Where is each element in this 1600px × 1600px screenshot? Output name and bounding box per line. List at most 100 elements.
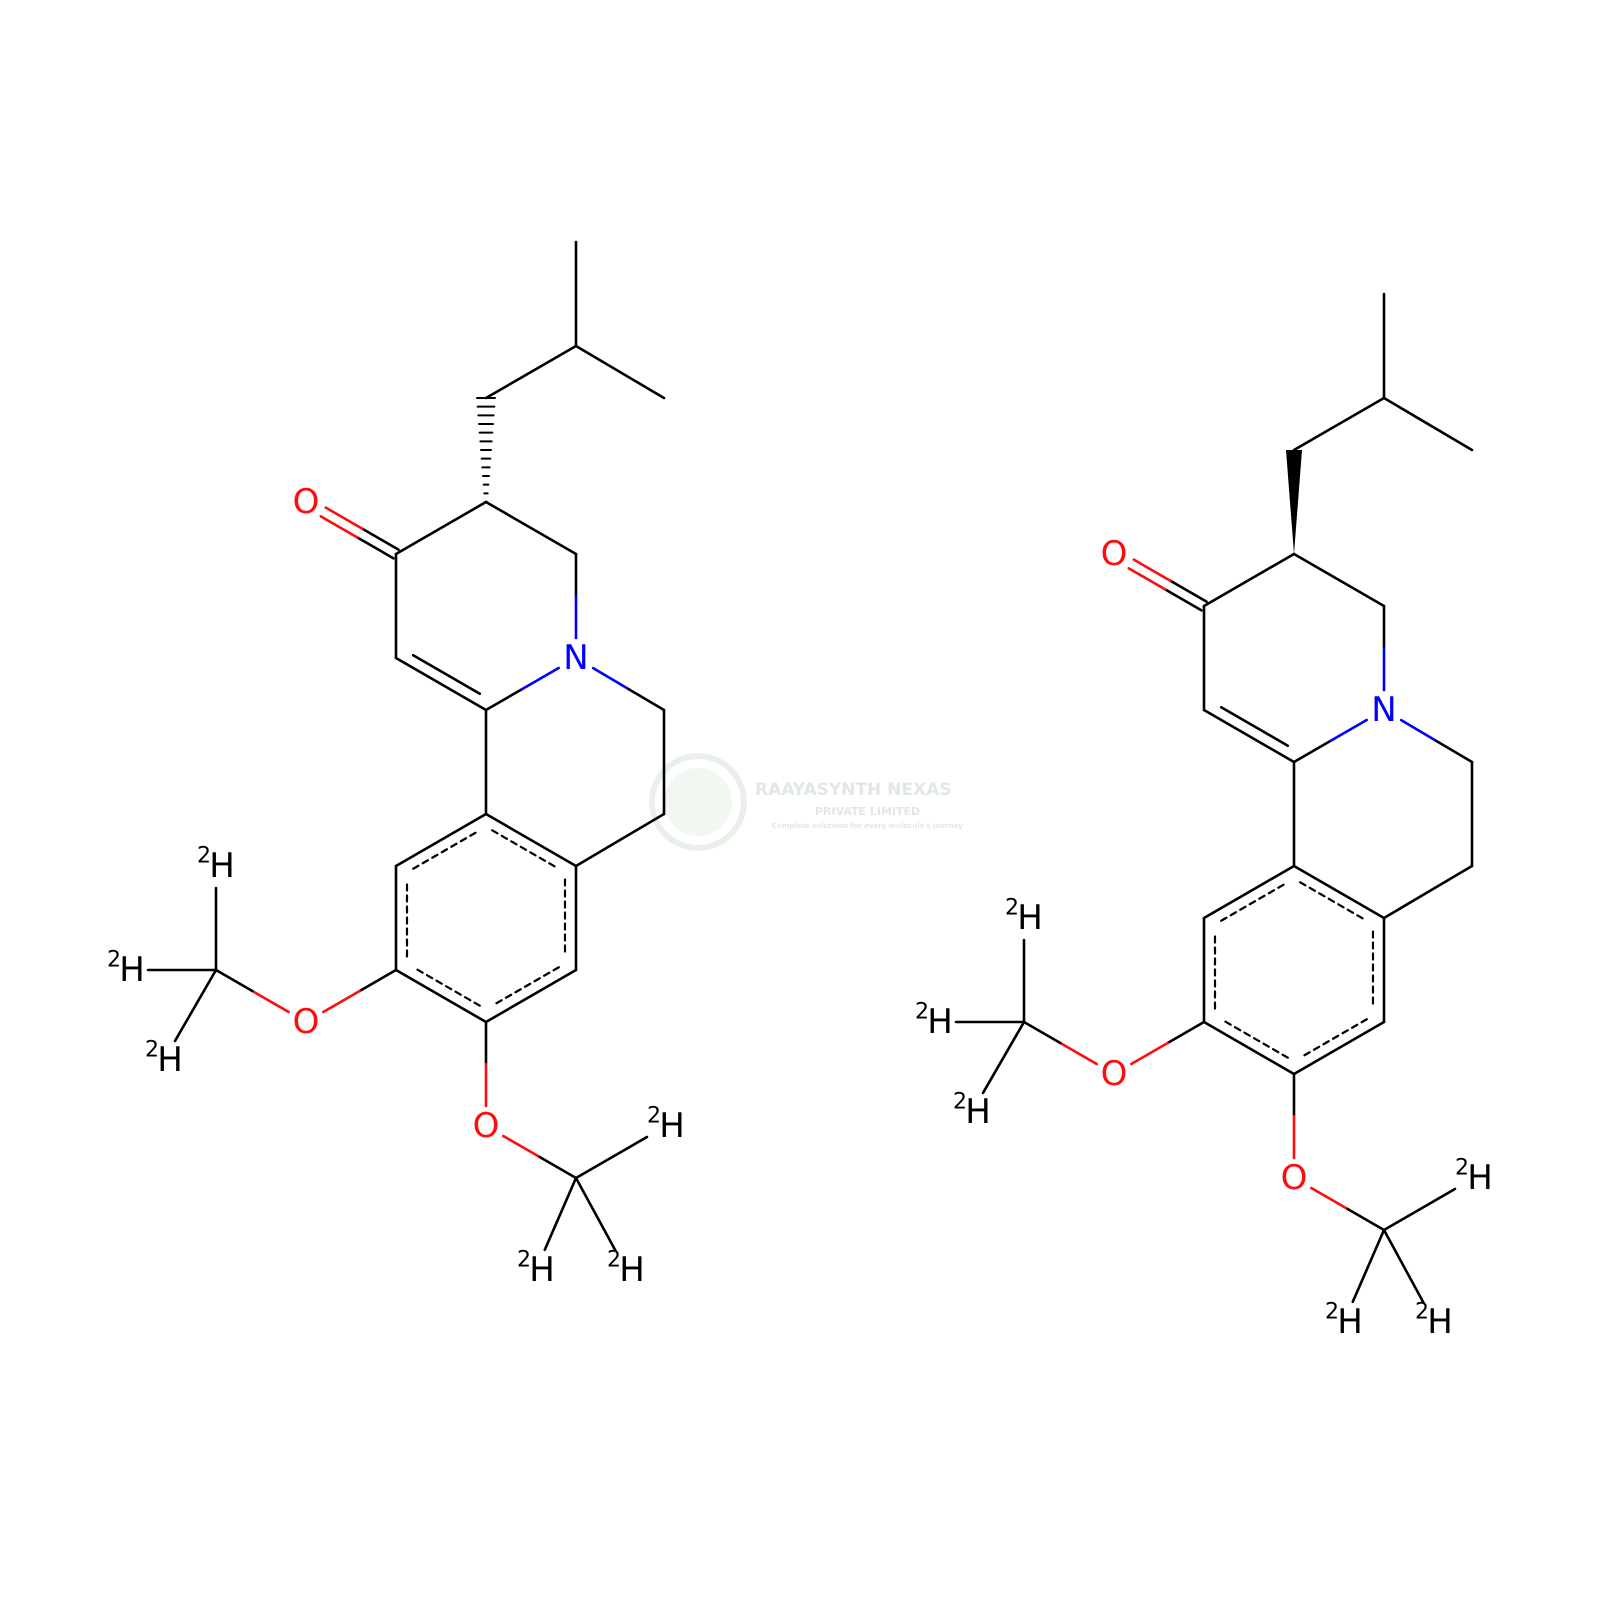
carbonyl-bond-o-0 (1132, 558, 1172, 582)
ring-bond-c12-c13 (1202, 864, 1296, 920)
bond-oa-ca-a (251, 989, 290, 1014)
watermark-subtitle: PRIVATE LIMITED (815, 805, 920, 818)
bond-c14-n5-a (484, 687, 524, 712)
bond-m2-ch (1382, 396, 1474, 452)
bond-c7-c8 (574, 812, 666, 868)
ring-n-label: N (1371, 690, 1396, 730)
bond-c11-oa-b (1130, 1041, 1169, 1066)
aromatic-inner-c12-c13 (1220, 881, 1289, 922)
carbonyl-bond-c-0 (360, 527, 400, 551)
deuterium-label: H (1427, 1302, 1453, 1342)
isotope-superscript: 2 (197, 844, 211, 869)
carbonyl-bond-c-1 (1163, 588, 1203, 612)
carbonyl-bond-c-1 (355, 536, 395, 560)
methoxy-o-1-label: O (1101, 1054, 1128, 1094)
isotope-superscript: 2 (647, 1104, 661, 1129)
carbonyl-o-label: O (293, 482, 320, 522)
isotope-superscript: 2 (107, 948, 121, 973)
isotope-superscript: 2 (607, 1248, 621, 1273)
watermark: RAAYASYNTH NEXAS PRIVATE LIMITED Complet… (649, 753, 963, 851)
deuterium-label: H (157, 1040, 183, 1080)
double-bond-c14-c15 (411, 653, 482, 696)
ring-bond-c12-c13 (394, 812, 488, 868)
aromatic-inner-c10-c11 (412, 966, 481, 1007)
bond-c7-c8 (1382, 864, 1474, 920)
bond-c14-c15 (1202, 708, 1296, 764)
deuterium-label: H (619, 1250, 645, 1290)
deuterium-label: H (209, 846, 235, 886)
isotope-superscript: 2 (1415, 1300, 1429, 1325)
deuterium-label: H (1467, 1158, 1493, 1198)
watermark-logo-inner-icon (664, 768, 732, 836)
isotope-superscript: 2 (953, 1090, 967, 1115)
aromatic-inner-c13-c8 (491, 829, 560, 870)
deuterium-label: H (927, 1002, 953, 1042)
ring-n-label: N (563, 638, 588, 678)
bond-n5-c6-b (1435, 739, 1474, 764)
carbonyl-bond-c-0 (1168, 579, 1208, 603)
bond-c14-n5-a (1292, 739, 1332, 764)
bond-cb-hb3 (574, 1176, 617, 1252)
bond-c11-oa-b (322, 989, 361, 1014)
watermark-tagline: Complete solutions for every molecule's … (772, 822, 963, 830)
ring-bond-c13-c8 (1292, 864, 1386, 920)
bond-cb-hb1 (1382, 1187, 1457, 1232)
bond-c2-c3 (394, 500, 488, 556)
bond-n5-c6-a (591, 666, 630, 691)
bond-cb-hb2 (1351, 1228, 1386, 1304)
bond-ob-cb-b (1346, 1207, 1386, 1232)
bond-cb-hb1 (574, 1135, 649, 1180)
bond-c14-n5-b (1329, 718, 1368, 743)
bond-oa-ca-b (214, 968, 254, 993)
watermark-logo-icon (649, 753, 747, 851)
deuterium-label: H (1337, 1302, 1363, 1342)
aromatic-inner-c9-c10 (1299, 1018, 1368, 1059)
bond-c14-c15 (394, 656, 488, 712)
ring-bond-c10-c11 (1202, 1020, 1296, 1076)
bond-c11-oa-a (358, 968, 398, 993)
bond-n5-c6-a (1399, 718, 1438, 743)
deuterium-label: H (1017, 898, 1043, 938)
aromatic-inner-c9-c10 (491, 966, 560, 1007)
bond-oa-ca-b (1022, 1020, 1062, 1045)
aromatic-inner-c12-c13 (412, 829, 481, 870)
stereo-wedge (1286, 450, 1302, 554)
deuterium-label: H (119, 950, 145, 990)
bond-m2-ch (574, 344, 666, 400)
ring-bond-c9-c10 (484, 968, 578, 1024)
bond-ob-cb-b (538, 1155, 578, 1180)
bond-n5-c6-b (627, 687, 666, 712)
aromatic-inner-c10-c11 (1220, 1018, 1289, 1059)
aromatic-inner-c13-c8 (1299, 881, 1368, 922)
watermark-name: RAAYASYNTH NEXAS (755, 780, 952, 800)
deuterium-label: H (529, 1250, 555, 1290)
methoxy-o-2-label: O (1281, 1158, 1308, 1198)
isotope-superscript: 2 (915, 1000, 929, 1025)
bond-ob-cb-a (1310, 1186, 1349, 1211)
carbonyl-bond-o-0 (324, 506, 364, 530)
carbonyl-o-label: O (1101, 534, 1128, 574)
deuterium-label: H (965, 1092, 991, 1132)
isotope-superscript: 2 (1455, 1156, 1469, 1181)
methoxy-o-2-label: O (473, 1106, 500, 1146)
ring-bond-c13-c8 (484, 812, 578, 868)
methoxy-o-1-label: O (293, 1002, 320, 1042)
isotope-superscript: 2 (1005, 896, 1019, 921)
carbonyl-bond-o-1 (319, 515, 359, 539)
bond-cb-hb2 (543, 1176, 578, 1252)
double-bond-c14-c15 (1219, 705, 1290, 748)
carbonyl-bond-o-1 (1127, 567, 1167, 591)
ring-bond-c9-c10 (1292, 1020, 1386, 1076)
isotope-superscript: 2 (1325, 1300, 1339, 1325)
isotope-superscript: 2 (517, 1248, 531, 1273)
bond-c3-c4 (1292, 552, 1386, 608)
bond-c11-oa-a (1166, 1020, 1206, 1045)
deuterium-label: H (659, 1106, 685, 1146)
bond-cb-hb3 (1382, 1228, 1425, 1304)
ring-bond-c10-c11 (394, 968, 488, 1024)
isotope-superscript: 2 (145, 1038, 159, 1063)
bond-ob-cb-a (502, 1134, 541, 1159)
